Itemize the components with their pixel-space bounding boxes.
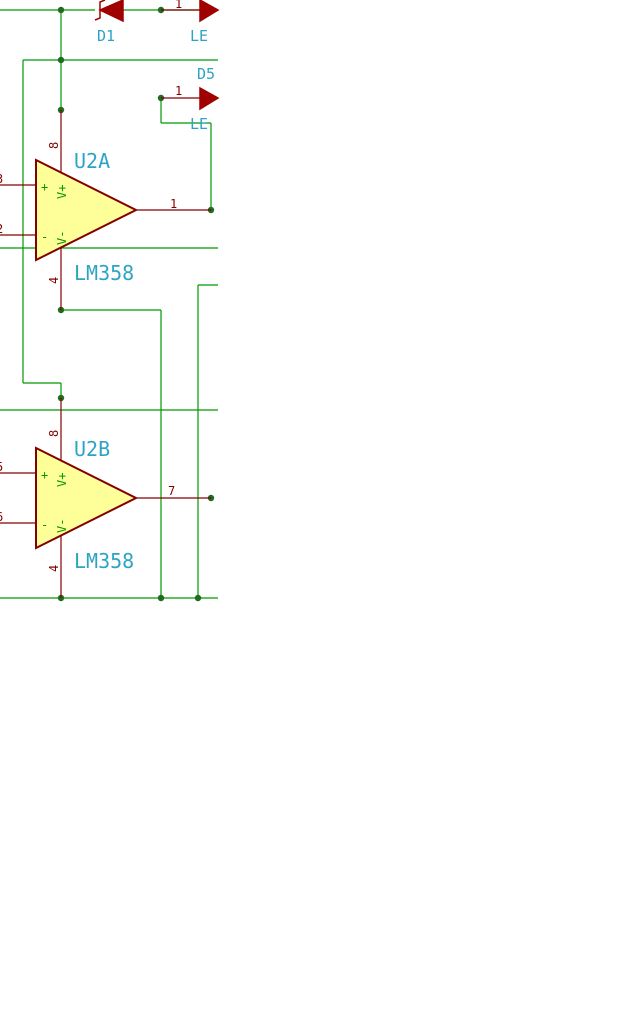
diode-d5-pin: 1 bbox=[175, 84, 182, 98]
u2b-value: LM358 bbox=[74, 549, 134, 573]
u2a-minus-symbol: - bbox=[41, 230, 48, 244]
u2b-vminus-symbol: V- bbox=[55, 519, 69, 533]
u2b-in-neg-num: 6 bbox=[0, 510, 3, 524]
u2b-reference: U2B bbox=[74, 437, 110, 461]
diode-d1-ref: D1 bbox=[97, 27, 115, 45]
u2b-pin8-num: 8 bbox=[47, 430, 61, 437]
zener-bar-icon bbox=[94, 0, 106, 21]
diode-d5-ref: D5 bbox=[197, 65, 215, 83]
junction-dot bbox=[157, 594, 165, 602]
u2b-plus-symbol: + bbox=[41, 468, 48, 482]
u2b-output-num: 7 bbox=[168, 484, 175, 498]
u2a-pin8-num: 8 bbox=[47, 142, 61, 149]
led-top[interactable]: LE bbox=[161, 0, 220, 45]
u2b-vplus-symbol: V+ bbox=[55, 473, 69, 487]
u2a-value: LM358 bbox=[74, 261, 134, 285]
u2b-pin4-num: 4 bbox=[47, 565, 61, 572]
u2a-plus-symbol: + bbox=[41, 180, 48, 194]
u2b-triangle bbox=[35, 446, 139, 550]
u2a-vplus-symbol: V+ bbox=[55, 185, 69, 199]
u2a-in-neg-num: 2 bbox=[0, 222, 3, 236]
diode-d1-pin: 1 bbox=[175, 0, 182, 11]
junction-dot bbox=[194, 594, 202, 602]
u2a-reference: U2A bbox=[74, 149, 110, 173]
u2a-pin4-num: 4 bbox=[47, 277, 61, 284]
u2a-triangle bbox=[35, 158, 139, 262]
u2a-vminus-symbol: V- bbox=[55, 231, 69, 245]
u2a-output-num: 1 bbox=[170, 197, 177, 211]
diode-d1-triangle bbox=[98, 0, 124, 23]
opamp-u2b[interactable]: + - V+ V- 8 4 7 5 6 U2B LM358 bbox=[0, 398, 211, 598]
u2a-in-pos-num: 3 bbox=[0, 172, 3, 186]
diode-d5[interactable]: D5 1 LE bbox=[161, 65, 220, 133]
led-top-ref: LE bbox=[190, 27, 208, 45]
u2b-in-pos-num: 5 bbox=[0, 460, 3, 474]
u2b-minus-symbol: - bbox=[41, 518, 48, 532]
opamp-u2a[interactable]: + - V+ V- 8 4 1 3 2 U2A LM358 bbox=[0, 110, 211, 310]
junction-dot bbox=[57, 6, 65, 14]
diode-d1[interactable]: D1 1 bbox=[94, 0, 182, 45]
led-top-triangle bbox=[199, 0, 220, 23]
junction-dot bbox=[57, 56, 65, 64]
d5-triangle bbox=[199, 86, 220, 111]
led-d5-ref: LE bbox=[190, 115, 208, 133]
